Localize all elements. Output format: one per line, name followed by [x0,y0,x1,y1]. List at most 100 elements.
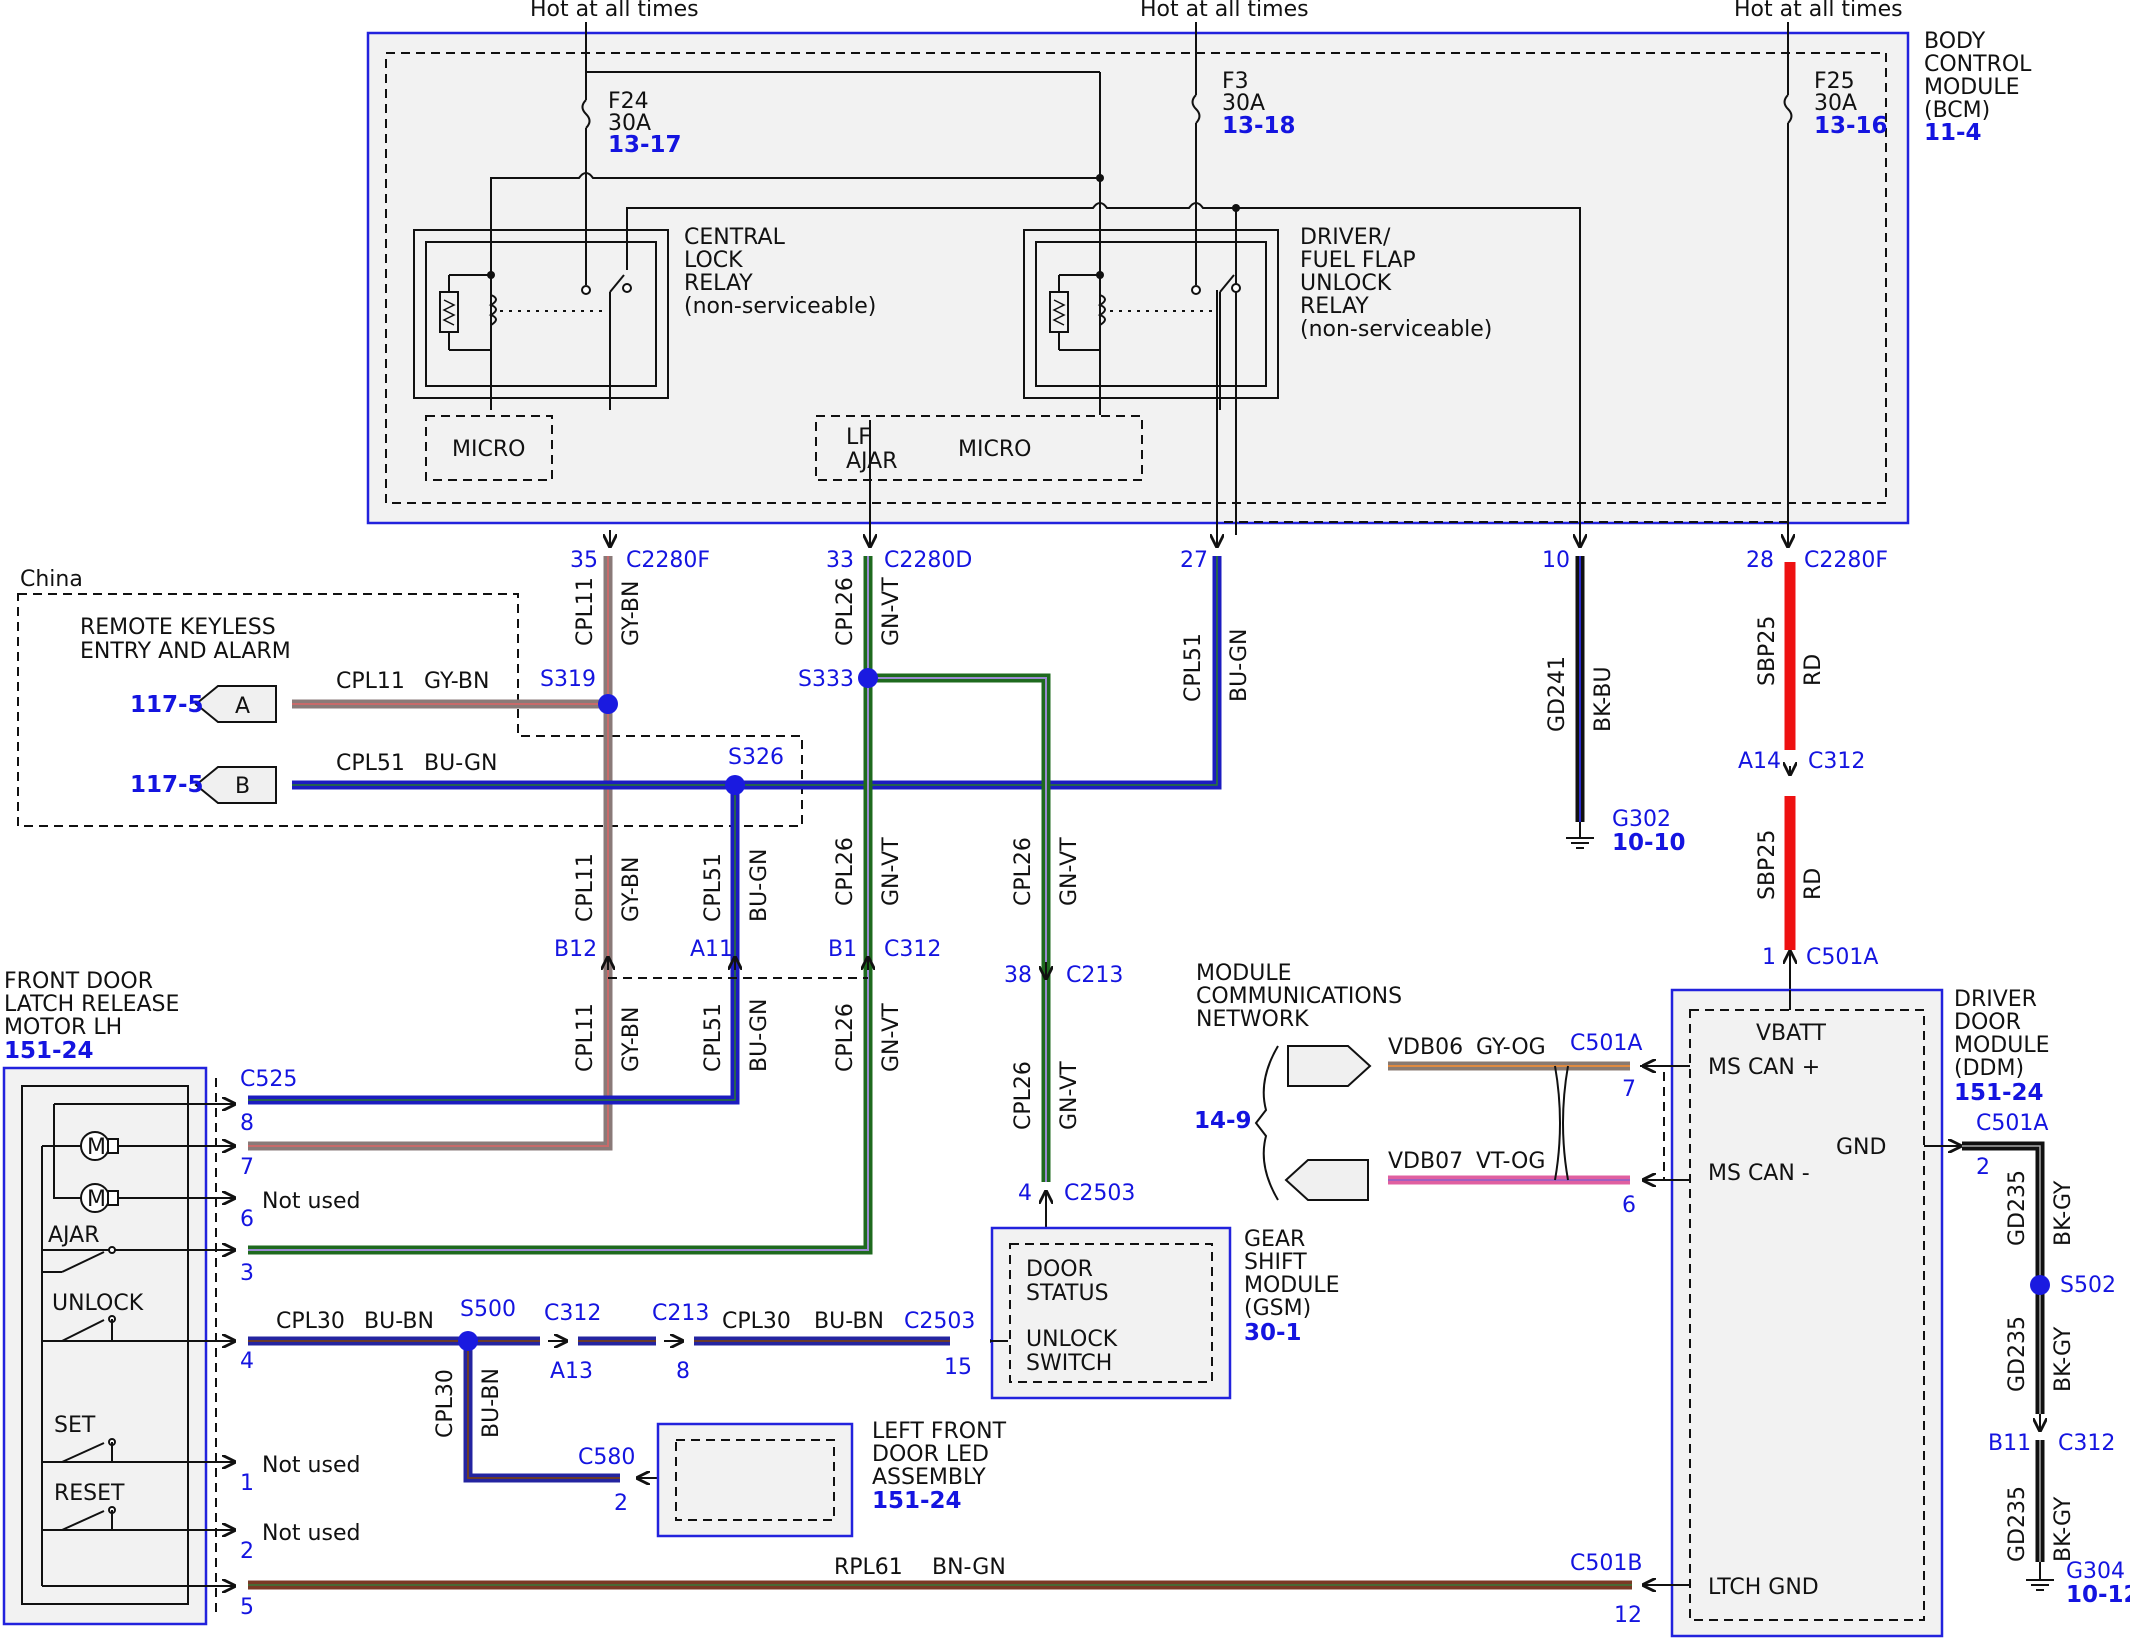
micro-left-label: MICRO [452,437,525,462]
g302-ref[interactable]: 10-10 [1612,830,1686,856]
pin-b12: B12 [554,937,597,962]
driver-relay-l3: UNLOCK [1300,271,1392,296]
pin-2-c580: 2 [614,1491,628,1516]
fuse-f3-ref[interactable]: 13-18 [1222,113,1296,139]
pin-10: 10 [1542,548,1570,573]
connector-a[interactable] [194,685,277,723]
connector-a-ref[interactable]: 117-5 [130,692,204,718]
driver-door-module [1640,988,1944,1638]
connector-b[interactable] [194,766,277,804]
ddm-mscan-minus: MS CAN - [1708,1161,1810,1186]
splice-s326-label: S326 [728,745,784,770]
fuse-f24-ref[interactable]: 13-17 [608,132,682,158]
central-lock-relay [413,229,669,410]
wire-label-gybn-a: GY-BN [424,669,489,694]
door-led-assembly [656,1422,854,1538]
can-minus-connector[interactable] [1284,1159,1369,1201]
conn-c2280f-b: C2280F [1804,548,1888,573]
wire-label-bngn: BN-GN [932,1555,1006,1580]
fuse-f25-name: F25 [1814,69,1855,94]
driver-relay-l1: DRIVER/ [1300,225,1391,250]
led-label-2: DOOR LED [872,1442,989,1467]
wire-label-vtog: VT-OG [1476,1149,1545,1174]
gsm-label-1: GEAR [1244,1227,1305,1252]
pin-a14: A14 [1738,749,1781,774]
v-cpl26-3: CPL26 [1011,837,1036,906]
rke-label-1: REMOTE KEYLESS [80,615,276,640]
bcm-ref[interactable]: 11-4 [1924,120,1982,146]
g304-ref[interactable]: 10-12 [2066,1582,2130,1608]
led-label-1: LEFT FRONT [872,1419,1007,1444]
gsm-label-2: SHIFT [1244,1250,1307,1275]
v-gnvt-1: GN-VT [879,577,904,646]
v-gnvt-2: GN-VT [879,837,904,906]
switch-icons [42,1246,116,1531]
v-cpl26-1: CPL26 [833,577,858,646]
fuse-f25-amps: 30A [1814,91,1857,116]
gsm-status: STATUS [1026,1281,1109,1306]
pin-27: 27 [1180,548,1208,573]
body-control-module [366,31,1910,525]
fuse-f25-ref[interactable]: 13-16 [1814,113,1888,139]
latch-pin-2: 2 [240,1539,254,1564]
connector-b-ref[interactable]: 117-5 [130,772,204,798]
ddm-pin-6: 6 [1622,1193,1636,1218]
china-label: China [20,567,83,592]
v-cpl11-1: CPL11 [573,577,598,646]
v-cpl30: CPL30 [433,1369,458,1438]
central-relay-l4: (non-serviceable) [684,294,876,319]
pin-28: 28 [1746,548,1774,573]
v-rd-bot: RD [1801,868,1826,900]
ddm-label-1: DRIVER [1954,987,2037,1012]
v-sbp25-top: SBP25 [1755,616,1780,686]
gsm-ref[interactable]: 30-1 [1244,1320,1302,1346]
ajar-label: AJAR [48,1223,100,1248]
latch-label-3: MOTOR LH [4,1015,122,1040]
v-bugn-2: BU-GN [747,849,772,922]
latch-internal-wiring [41,1103,234,1587]
v-gybn-2: GY-BN [619,857,644,922]
driver-relay-l5: (non-serviceable) [1300,317,1492,342]
wire-cpl51-bu-gn [248,556,1222,1105]
v-cpl51-2: CPL51 [701,853,726,922]
wire-cpl11-gy-bn [248,556,613,1151]
led-ref[interactable]: 151-24 [872,1488,962,1514]
latch-pin-1: 1 [240,1471,254,1496]
wire-gd241-bk-bu [1566,556,1594,849]
v-rd-top: RD [1801,654,1826,686]
bcm-label-1: BODY [1924,29,1986,54]
latch-pin-3: 3 [240,1261,254,1286]
fuse-f3-amps: 30A [1222,91,1265,116]
fuse-f24-name: F24 [608,89,649,114]
splice-s333-label: S333 [798,667,854,692]
ddm-conn-c501a-1: C501A [1570,1031,1642,1056]
motor-label-2: M [87,1187,106,1212]
wire-gd235-bk-gy [1962,1141,2054,1591]
gsm-unlock: UNLOCK [1026,1327,1118,1352]
v-cpl26-4: CPL26 [833,1003,858,1072]
splice-s502 [2030,1275,2050,1295]
set-label: SET [54,1413,96,1438]
network-ref[interactable]: 14-9 [1194,1108,1252,1134]
driver-relay-l4: RELAY [1300,294,1369,319]
v-bkgy-c: BK-GY [2051,1496,2076,1562]
wire-cpl26-gn-vt [248,556,1051,1255]
pin-b1: B1 [828,937,857,962]
led-label-3: ASSEMBLY [872,1465,986,1490]
not-used-6: Not used [262,1189,360,1214]
latch-ref[interactable]: 151-24 [4,1038,94,1064]
gsm-switch: SWITCH [1026,1351,1112,1376]
splice-s500 [458,1331,478,1351]
v-gd235-b: GD235 [2005,1316,2030,1392]
ddm-ref[interactable]: 151-24 [1954,1080,2044,1106]
can-plus-connector[interactable] [1287,1045,1372,1087]
conn-c312-gnd: C312 [2058,1431,2115,1456]
driver-relay-l2: FUEL FLAP [1300,248,1416,273]
ddm-conn-c501a-2: C501A [1976,1111,2048,1136]
latch-pin-6: 6 [240,1207,254,1232]
latch-pin-7: 7 [240,1155,254,1180]
motor-icon [80,1183,119,1213]
conn-c2503-b: C2503 [904,1309,975,1334]
bcm-label-2: CONTROL [1924,52,2032,77]
